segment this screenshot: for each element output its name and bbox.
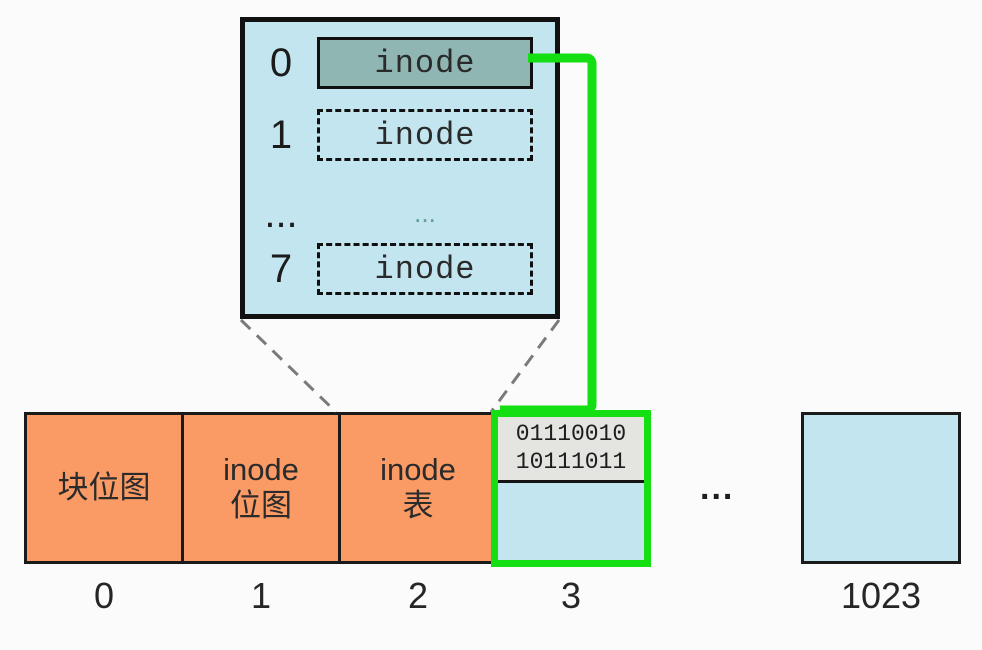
block-label-line: 位图	[230, 488, 292, 523]
inode-row-0[interactable]: 0 inode	[245, 32, 555, 94]
block-0-block-bitmap[interactable]: 块位图	[24, 412, 184, 564]
index-label-1023: 1023	[840, 575, 922, 616]
block-label-line: inode	[380, 452, 456, 488]
block-2-inode-table[interactable]: inode 表	[338, 412, 498, 564]
block-1023-data[interactable]	[801, 412, 961, 564]
index-label-3: 3	[560, 575, 582, 616]
inode-row-7[interactable]: 7 inode	[245, 238, 555, 300]
inode-table-panel: 0 inode 1 inode ... ... 7 inode	[240, 17, 560, 319]
block-3-binary-content: 01110010 10111011	[498, 417, 644, 484]
inode-row-index: 1	[269, 113, 293, 157]
index-label-2: 2	[407, 575, 429, 616]
block-3-data-highlighted[interactable]: 01110010 10111011	[491, 410, 651, 567]
inode-row-ellipsis: ... ...	[245, 190, 555, 238]
index-label-1: 1	[250, 575, 272, 616]
inode-row-index: 0	[269, 41, 293, 85]
block-1-inode-bitmap[interactable]: inode 位图	[181, 412, 341, 564]
inode-row-1[interactable]: 1 inode	[245, 104, 555, 166]
block-label-line: 块位图	[57, 470, 151, 506]
inode-row-index: 7	[269, 247, 293, 291]
binary-line-2: 10111011	[515, 449, 627, 476]
inode-cell[interactable]: inode	[317, 243, 533, 295]
block-label-line: inode	[223, 452, 299, 488]
inode-ellipsis-cell: ...	[414, 198, 436, 229]
inode-ellipsis-index: ...	[264, 192, 298, 236]
inode-cell-selected[interactable]: inode	[317, 37, 533, 89]
block-label-line: 表	[402, 488, 434, 523]
binary-line-1: 01110010	[515, 421, 627, 447]
block-row-ellipsis: ...	[700, 469, 735, 507]
inode-cell[interactable]: inode	[317, 109, 533, 161]
block-3-empty-area	[498, 483, 644, 560]
guide-line-left	[239, 318, 338, 414]
guide-line-right	[489, 319, 561, 413]
index-label-0: 0	[93, 575, 115, 616]
